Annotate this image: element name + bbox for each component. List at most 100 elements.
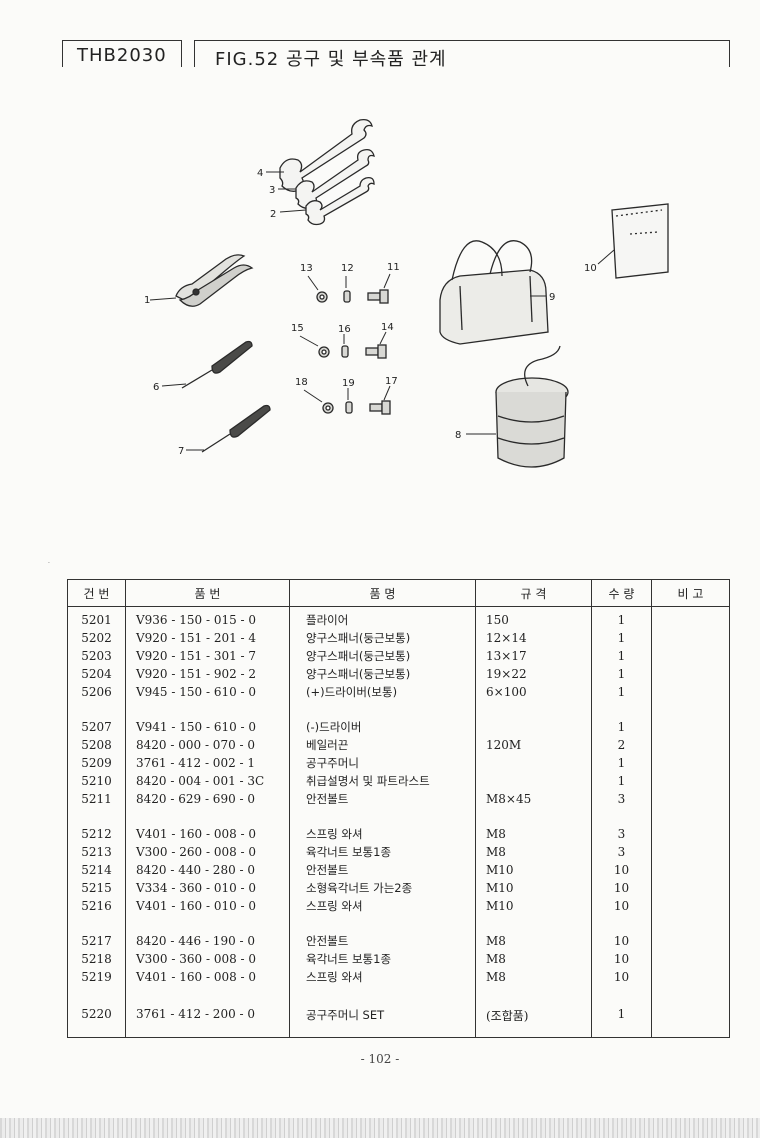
- cell-spec: M8: [475, 968, 592, 986]
- cell-part-no: 8420 - 000 - 070 - 0: [125, 736, 290, 754]
- cell-spec: 6×100: [475, 683, 592, 701]
- cell-item-no: 5204: [67, 665, 126, 683]
- col-header-qty: 수 량: [591, 579, 652, 607]
- cell-qty: 3: [591, 843, 652, 861]
- cell-part-no: V920 - 151 - 301 - 7: [125, 647, 290, 665]
- spacer-cell: [67, 915, 126, 932]
- callout-19: 19: [342, 378, 355, 389]
- cell-item-no: 5206: [67, 683, 126, 701]
- cell-name: 취급설명서 및 파트라스트: [289, 772, 476, 790]
- cell-item-no: 5217: [67, 932, 126, 950]
- cell-remark: [651, 606, 730, 629]
- cell-name: (+)드라이버(보통): [289, 683, 476, 701]
- cell-qty: 1: [591, 629, 652, 647]
- col-header-item-no: 건 번: [67, 579, 126, 607]
- spacer-cell: [67, 986, 126, 1003]
- fasteners-drawing: [316, 289, 391, 415]
- cell-remark: [651, 683, 730, 701]
- cell-spec: M8: [475, 825, 592, 843]
- pliers-drawing: [175, 254, 254, 307]
- cell-part-no: V334 - 360 - 010 - 0: [125, 879, 290, 897]
- spacer-cell: [475, 915, 592, 932]
- spacer-cell: [591, 808, 652, 825]
- spacer-cell: [125, 808, 290, 825]
- cell-item-no: 5212: [67, 825, 126, 843]
- cell-spec: 12×14: [475, 629, 592, 647]
- cell-item-no: 5215: [67, 879, 126, 897]
- callout-6: 6: [153, 382, 159, 393]
- spacer-cell: [591, 915, 652, 932]
- scan-mark: ·: [48, 560, 50, 567]
- col-header-spec: 규 격: [475, 579, 592, 607]
- cell-part-no: V401 - 160 - 008 - 0: [125, 825, 290, 843]
- cell-spec: [475, 754, 592, 772]
- cell-item-no: 5213: [67, 843, 126, 861]
- callout-2: 2: [270, 209, 276, 220]
- cell-part-no: V945 - 150 - 610 - 0: [125, 683, 290, 701]
- cell-item-no: 5218: [67, 950, 126, 968]
- cell-qty: 10: [591, 879, 652, 897]
- cell-item-no: 5210: [67, 772, 126, 790]
- page-number: - 102 -: [360, 1052, 400, 1066]
- cell-item-no: 5202: [67, 629, 126, 647]
- cell-name: 육각너트 보통1종: [289, 950, 476, 968]
- spacer-cell: [125, 915, 290, 932]
- spacer-cell: [651, 986, 730, 1003]
- figure-title: FIG.52 공구 및 부속품 관계: [215, 49, 447, 67]
- cell-qty: 1: [591, 665, 652, 683]
- cell-spec: 13×17: [475, 647, 592, 665]
- spacer-cell: [475, 986, 592, 1003]
- cell-part-no: V920 - 151 - 201 - 4: [125, 629, 290, 647]
- cell-name: 공구주머니: [289, 754, 476, 772]
- spacer-cell: [289, 808, 476, 825]
- table-spacer-row: [67, 808, 730, 825]
- col-header-name: 품 명: [289, 579, 476, 607]
- manual-drawing: [611, 203, 669, 279]
- cell-qty: 10: [591, 932, 652, 950]
- spacer-cell: [67, 808, 126, 825]
- cell-part-no: 8420 - 629 - 690 - 0: [125, 790, 290, 808]
- cell-part-no: 8420 - 004 - 001 - 3C: [125, 772, 290, 790]
- callout-14: 14: [381, 322, 394, 333]
- callout-11: 11: [387, 262, 400, 273]
- spacer-cell: [651, 915, 730, 932]
- spacer-cell: [475, 808, 592, 825]
- cell-spec: 120M: [475, 736, 592, 754]
- cell-qty: 3: [591, 790, 652, 808]
- cell-spec: M8: [475, 932, 592, 950]
- leader-lines: [149, 171, 615, 451]
- table-spacer-row: [67, 915, 730, 932]
- cell-spec: (조합품): [475, 1003, 592, 1038]
- cell-name: 베일러끈: [289, 736, 476, 754]
- cell-qty: 10: [591, 861, 652, 879]
- cell-qty: 3: [591, 825, 652, 843]
- callout-labels: 1 2 3 4 6 7 8 9 10 11 12 13 14 15 16 17 …: [144, 168, 597, 457]
- col-header-part-no: 품 번: [125, 579, 290, 607]
- cell-remark: [651, 968, 730, 986]
- flat-screwdriver-drawing: [201, 404, 271, 453]
- cell-qty: 1: [591, 606, 652, 629]
- cell-part-no: V300 - 360 - 008 - 0: [125, 950, 290, 968]
- cell-qty: 1: [591, 718, 652, 736]
- tool-bag-drawing: [439, 240, 549, 345]
- cell-name: 육각너트 보통1종: [289, 843, 476, 861]
- cell-remark: [651, 861, 730, 879]
- cell-spec: 19×22: [475, 665, 592, 683]
- callout-4: 4: [257, 168, 263, 179]
- cell-part-no: V936 - 150 - 015 - 0: [125, 606, 290, 629]
- cell-remark: [651, 754, 730, 772]
- cell-remark: [651, 665, 730, 683]
- cell-spec: [475, 772, 592, 790]
- table-header-row: 건 번 품 번 품 명 규 격 수 량 비 고: [67, 579, 730, 607]
- cell-item-no: 5219: [67, 968, 126, 986]
- model-header-box: THB2030: [62, 40, 182, 67]
- spacer-cell: [289, 915, 476, 932]
- cell-item-no: 5209: [67, 754, 126, 772]
- cell-name: 안전볼트: [289, 861, 476, 879]
